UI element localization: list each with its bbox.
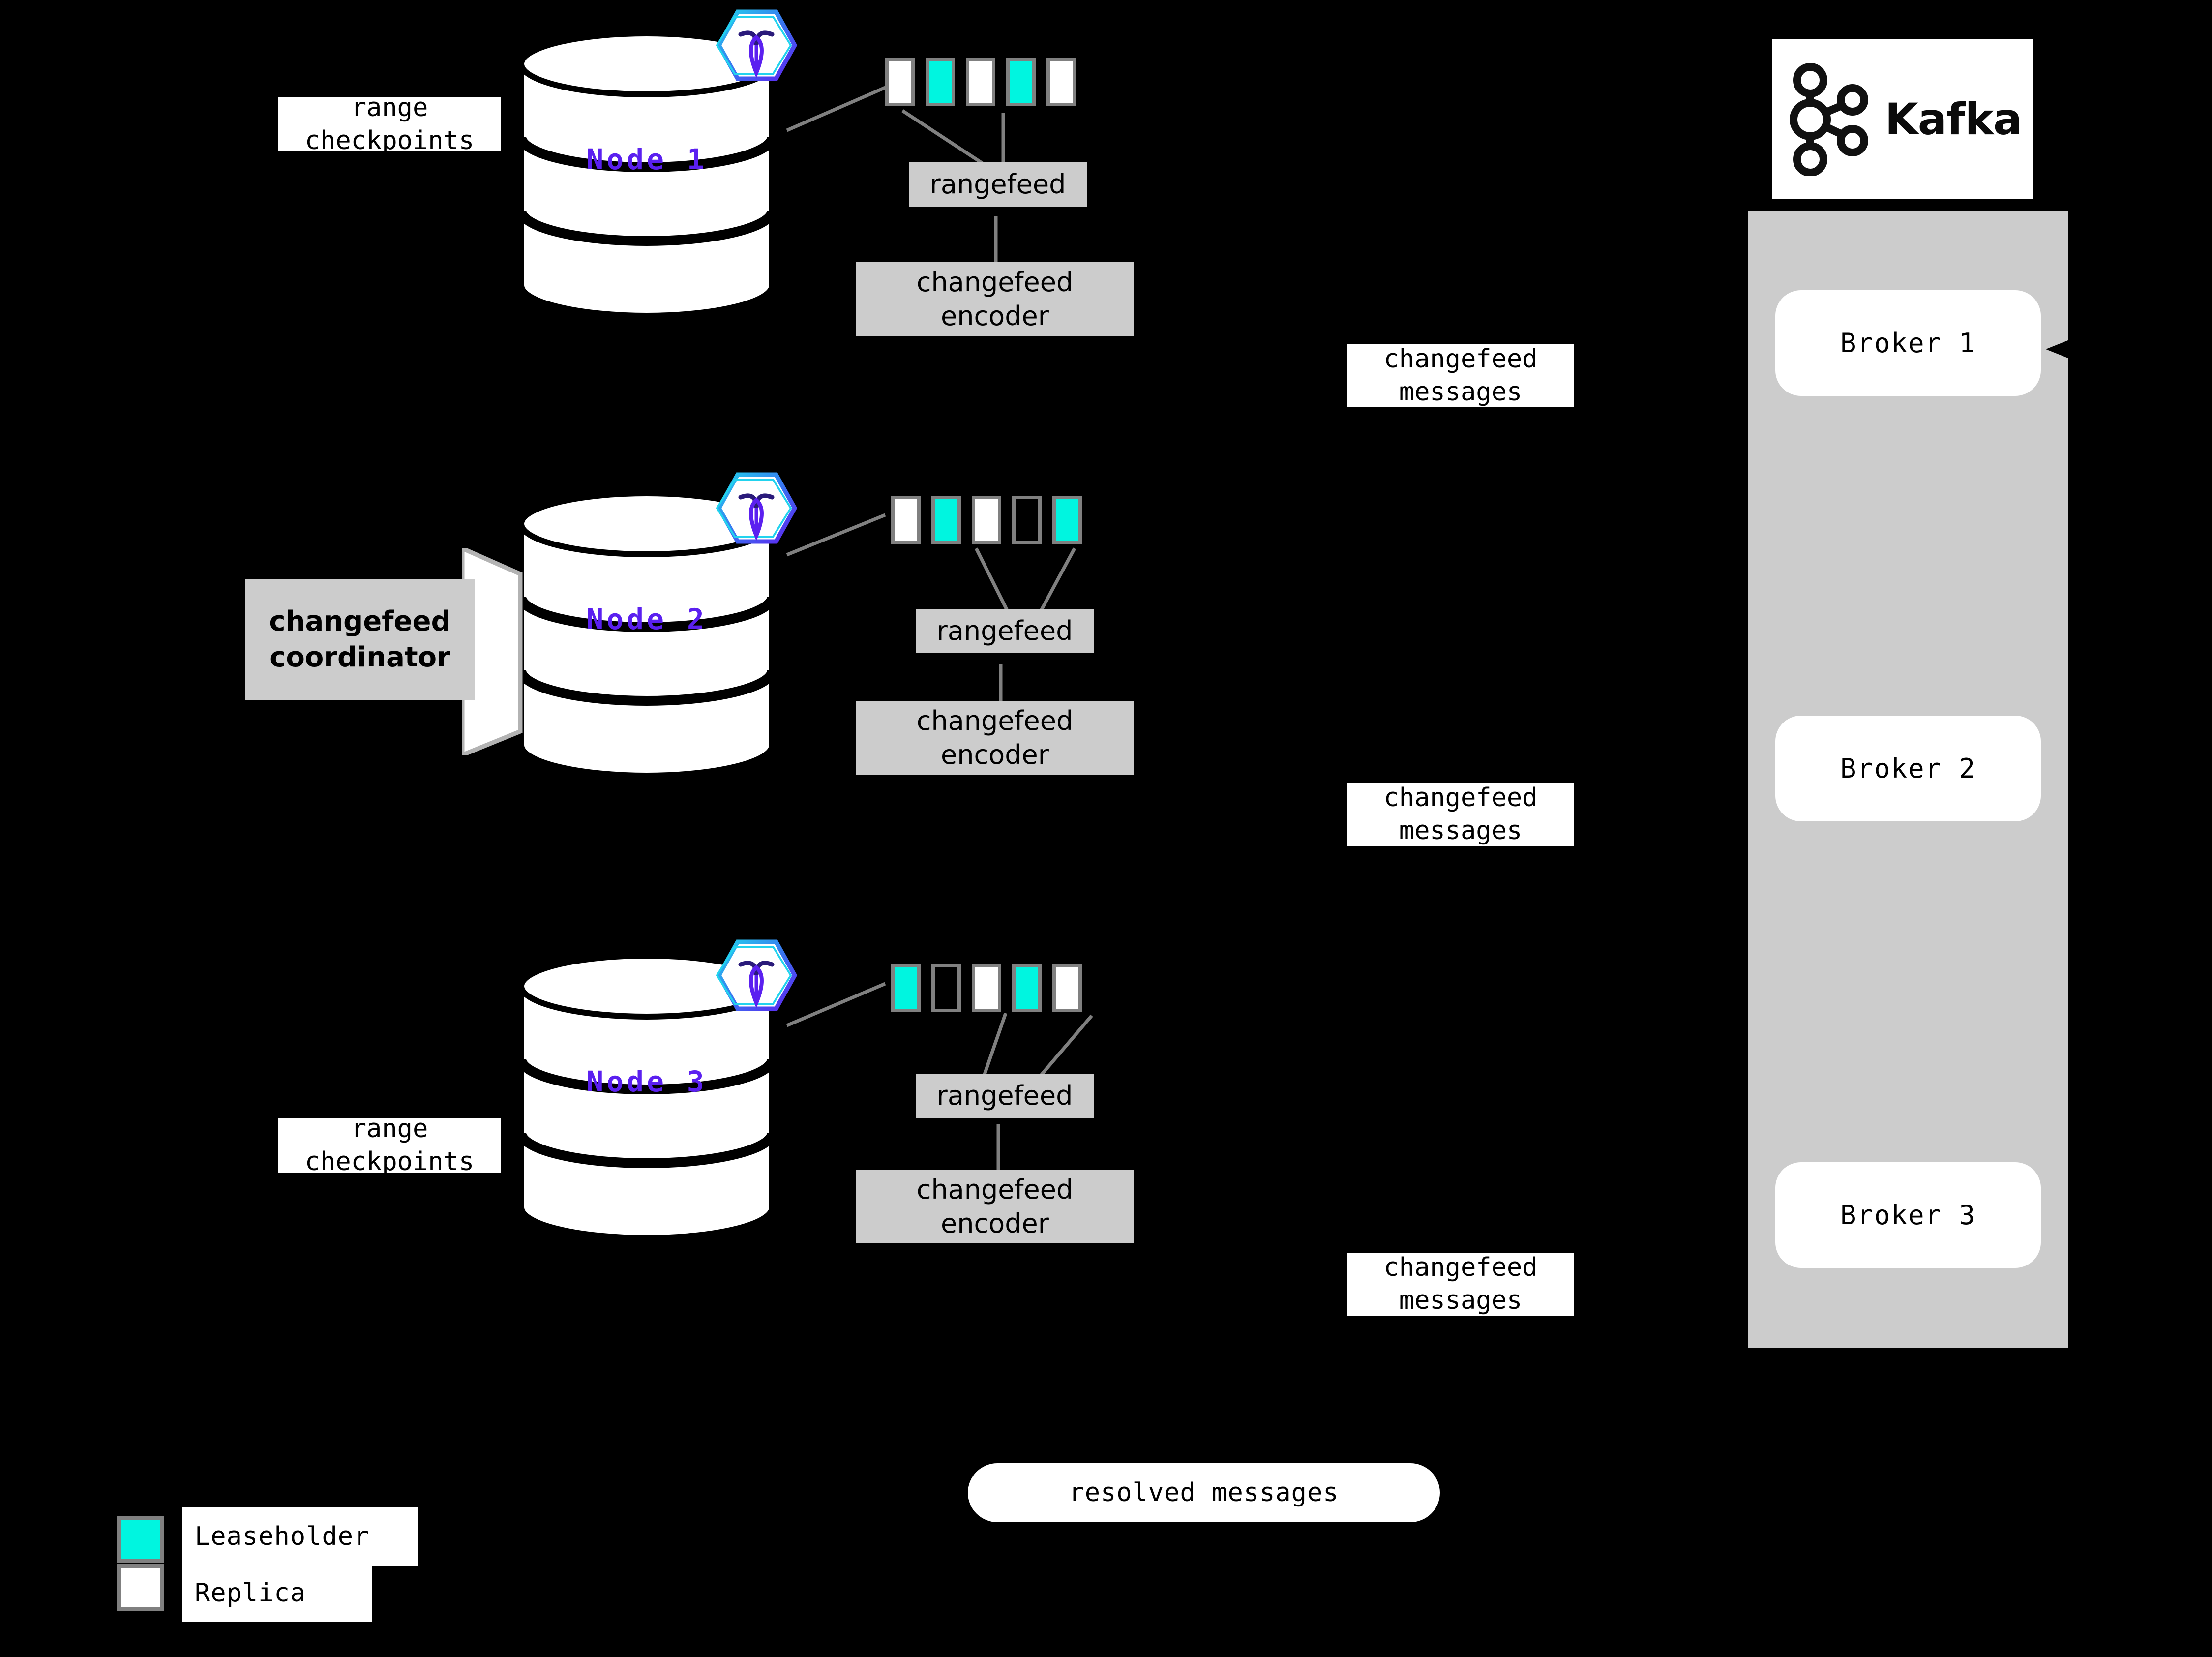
range-replica[interactable] (1046, 58, 1076, 106)
legend-item-label: Replica (195, 1578, 306, 1608)
resolved-messages-pill[interactable]: resolved messages (968, 1463, 1440, 1522)
coordinator-line2: coordinator (269, 641, 450, 673)
broker-2-label: Broker 2 (1840, 753, 1976, 784)
range-leaseholder[interactable] (1012, 964, 1042, 1012)
changefeed-messages-line2: messages (1399, 377, 1523, 407)
rangefeed-label: rangefeed (929, 169, 1066, 200)
range-replica[interactable] (966, 58, 995, 106)
rangefeed-label: rangefeed (936, 615, 1073, 647)
kafka-logo (1789, 62, 1868, 176)
changefeed-messages-label-2: changefeed messages (1347, 783, 1574, 846)
cockroachdb-hex-icon (712, 7, 801, 86)
range-checkpoints-line1: range (351, 1114, 428, 1144)
broker-2-pill[interactable]: Broker 2 (1775, 716, 2041, 821)
node3-rangefeed-box[interactable]: rangefeed (916, 1074, 1094, 1118)
node3-range-row (891, 964, 1082, 1012)
encoder-line2: encoder (941, 739, 1049, 770)
range-empty[interactable] (1012, 496, 1042, 544)
range-replica[interactable] (891, 496, 921, 544)
legend-leaseholder-swatch (117, 1516, 164, 1563)
node2-changefeed-encoder-box[interactable]: changefeed encoder (856, 701, 1134, 775)
encoder-line2: encoder (941, 1208, 1049, 1239)
encoder-line1: changefeed (916, 705, 1074, 736)
node3-range-checkpoints-label: range checkpoints (278, 1114, 501, 1176)
changefeed-coordinator-box[interactable]: changefeed coordinator (245, 579, 475, 700)
range-leaseholder[interactable] (891, 964, 921, 1012)
range-checkpoints-line1: range (351, 93, 428, 123)
node3-changefeed-encoder-box[interactable]: changefeed encoder (856, 1170, 1134, 1243)
node1-rangefeed-box[interactable]: rangefeed (909, 162, 1087, 207)
range-leaseholder[interactable] (1052, 496, 1082, 544)
changefeed-messages-line1: changefeed (1383, 344, 1538, 374)
encoder-line1: changefeed (916, 1174, 1074, 1205)
legend-item-label: Leaseholder (195, 1522, 370, 1551)
coordinator-line1: changefeed (269, 605, 451, 637)
legend-replica-swatch (117, 1564, 164, 1611)
range-leaseholder[interactable] (1006, 58, 1036, 106)
changefeed-messages-line2: messages (1399, 1286, 1523, 1315)
cockroachdb-hex-icon (712, 937, 801, 1016)
node1-changefeed-encoder-box[interactable]: changefeed encoder (856, 262, 1134, 336)
kafka-wordmark: Kafka (1884, 94, 2023, 145)
changefeed-messages-label-1: changefeed messages (1347, 344, 1574, 407)
node1-range-checkpoints-label: range checkpoints (278, 93, 501, 155)
node2-rangefeed-box[interactable]: rangefeed (916, 609, 1094, 653)
legend-leaseholder-label: Leaseholder (182, 1507, 418, 1566)
resolved-messages-label: resolved messages (1069, 1478, 1339, 1507)
encoder-line2: encoder (941, 301, 1049, 331)
broker-1-label: Broker 1 (1840, 328, 1976, 359)
range-checkpoints-line2: checkpoints (304, 1147, 475, 1176)
changefeed-messages-label-3: changefeed messages (1347, 1253, 1574, 1316)
range-replica[interactable] (972, 964, 1001, 1012)
range-replica[interactable] (972, 496, 1001, 544)
rangefeed-label: rangefeed (936, 1080, 1073, 1112)
range-leaseholder[interactable] (926, 58, 955, 106)
broker-3-label: Broker 3 (1840, 1200, 1976, 1231)
node2-range-row (891, 496, 1082, 544)
kafka-logo-card: Kafka (1772, 39, 2033, 199)
range-replica[interactable] (885, 58, 915, 106)
range-empty[interactable] (931, 964, 961, 1012)
broker-1-pill[interactable]: Broker 1 (1775, 290, 2041, 396)
changefeed-messages-line1: changefeed (1383, 783, 1538, 813)
encoder-line1: changefeed (916, 266, 1074, 298)
cockroachdb-hex-icon (712, 470, 801, 548)
legend-replica-label: Replica (182, 1564, 372, 1622)
changefeed-messages-line2: messages (1399, 816, 1523, 845)
broker-3-pill[interactable]: Broker 3 (1775, 1162, 2041, 1268)
changefeed-messages-line1: changefeed (1383, 1253, 1538, 1283)
node1-range-row (885, 58, 1076, 106)
range-checkpoints-line2: checkpoints (304, 126, 475, 155)
range-replica[interactable] (1052, 964, 1082, 1012)
range-leaseholder[interactable] (931, 496, 961, 544)
